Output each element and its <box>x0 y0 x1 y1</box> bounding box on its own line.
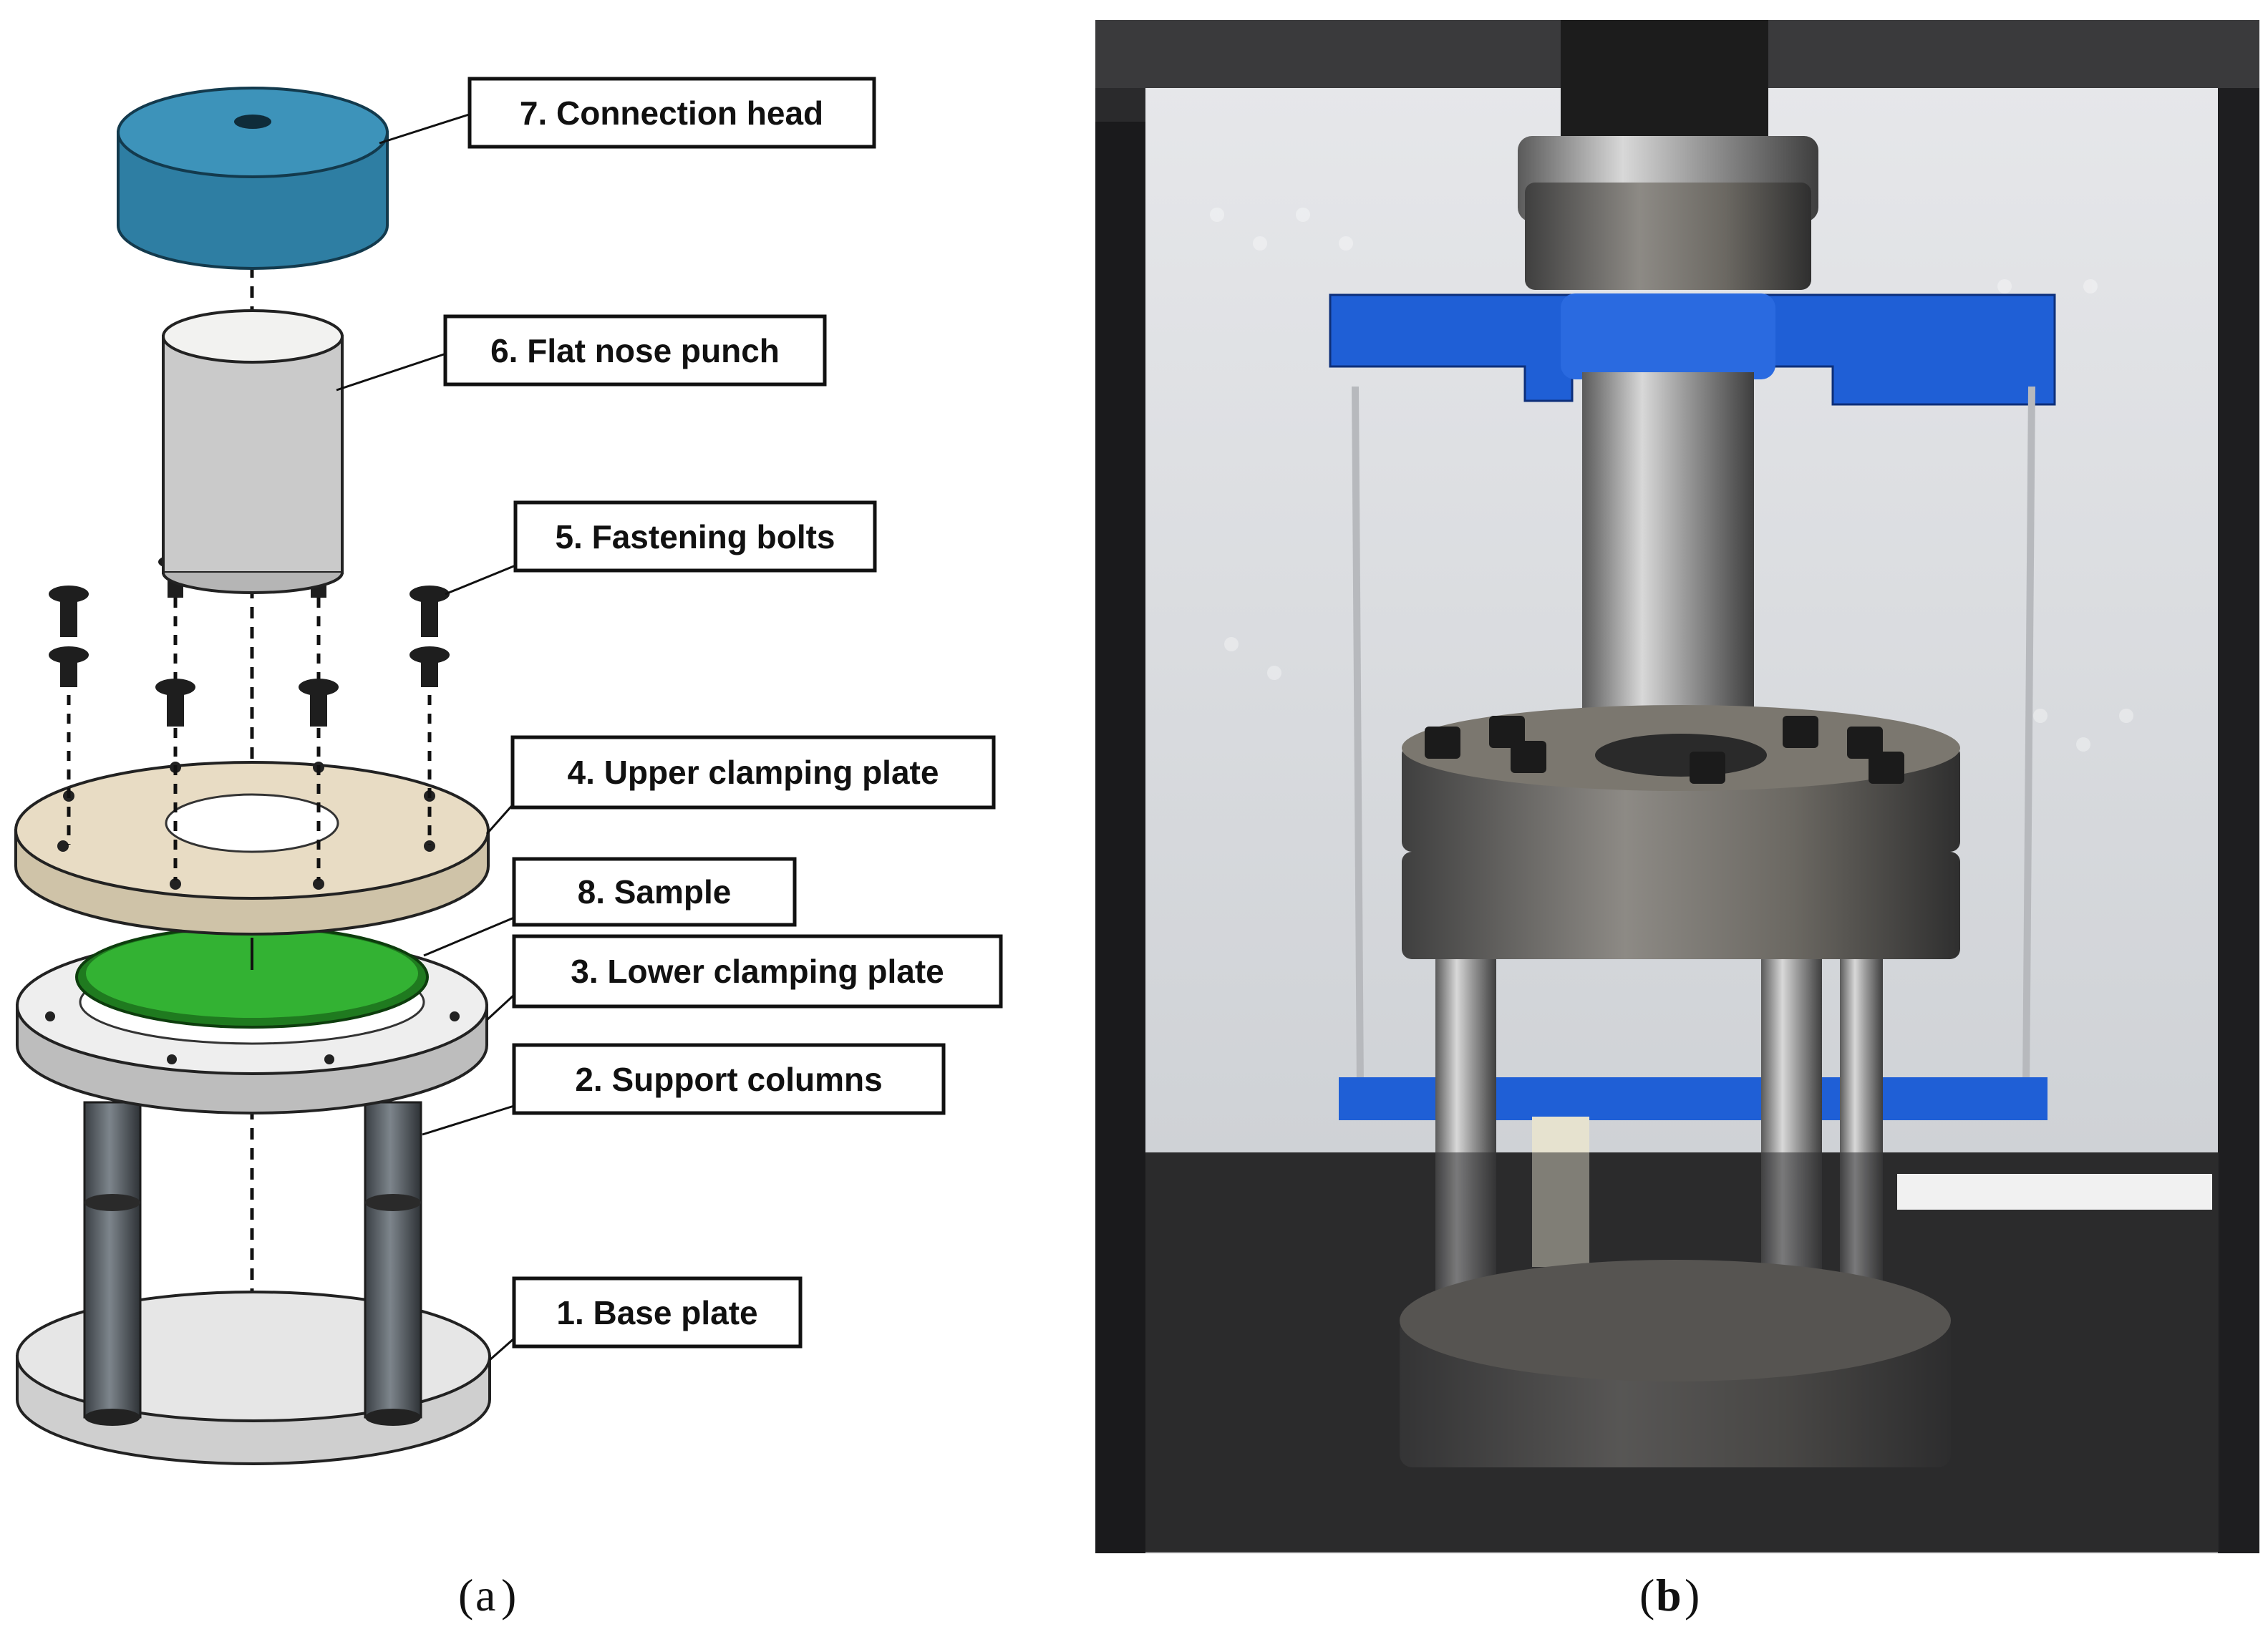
support-columns <box>83 1101 422 1426</box>
blue-bracket <box>1329 293 2056 406</box>
svg-text:a: a <box>475 1570 495 1621</box>
svg-text:5. Fastening bolts: 5. Fastening bolts <box>555 518 835 555</box>
flat-nose-punch <box>162 309 344 594</box>
label-support-columns: 2. Support columns <box>512 1043 946 1115</box>
caption-b: ( b ) <box>1639 1570 1700 1621</box>
svg-text:3. Lower clamping plate: 3. Lower clamping plate <box>571 953 944 990</box>
svg-text:1. Base plate: 1. Base plate <box>556 1294 757 1331</box>
label-base-plate: 1. Base plate <box>512 1276 803 1349</box>
svg-text:(: ( <box>458 1570 473 1621</box>
svg-text:8. Sample: 8. Sample <box>578 873 732 910</box>
label-fastening-bolts: 5. Fastening bolts <box>513 500 877 573</box>
caption-a: ( a ) <box>458 1570 516 1621</box>
svg-text:7. Connection head: 7. Connection head <box>520 94 823 132</box>
sample-disc <box>75 926 429 1029</box>
bolt-guide-lines <box>67 598 432 880</box>
connection-head <box>117 87 389 270</box>
svg-text:6. Flat nose punch: 6. Flat nose punch <box>490 332 780 369</box>
label-sample: 8. Sample <box>512 857 797 927</box>
upper-clamping-plate <box>14 761 490 936</box>
exploded-diagram: 7. Connection head 6. Flat nose punch 5.… <box>14 77 1003 1621</box>
svg-text:2. Support columns: 2. Support columns <box>575 1061 882 1098</box>
svg-text:(: ( <box>1639 1570 1654 1621</box>
label-flat-nose-punch: 6. Flat nose punch <box>443 314 827 387</box>
test-rig-photo: ( b ) <box>1095 20 2259 1621</box>
svg-text:b: b <box>1656 1570 1682 1621</box>
leader-lines <box>336 113 517 1361</box>
label-lower-clamping-plate: 3. Lower clamping plate <box>512 934 1003 1009</box>
svg-text:4. Upper clamping plate: 4. Upper clamping plate <box>568 754 939 791</box>
svg-text:): ) <box>501 1570 516 1621</box>
svg-text:): ) <box>1685 1570 1700 1621</box>
label-connection-head: 7. Connection head <box>467 77 876 149</box>
label-upper-clamping-plate: 4. Upper clamping plate <box>510 735 996 810</box>
